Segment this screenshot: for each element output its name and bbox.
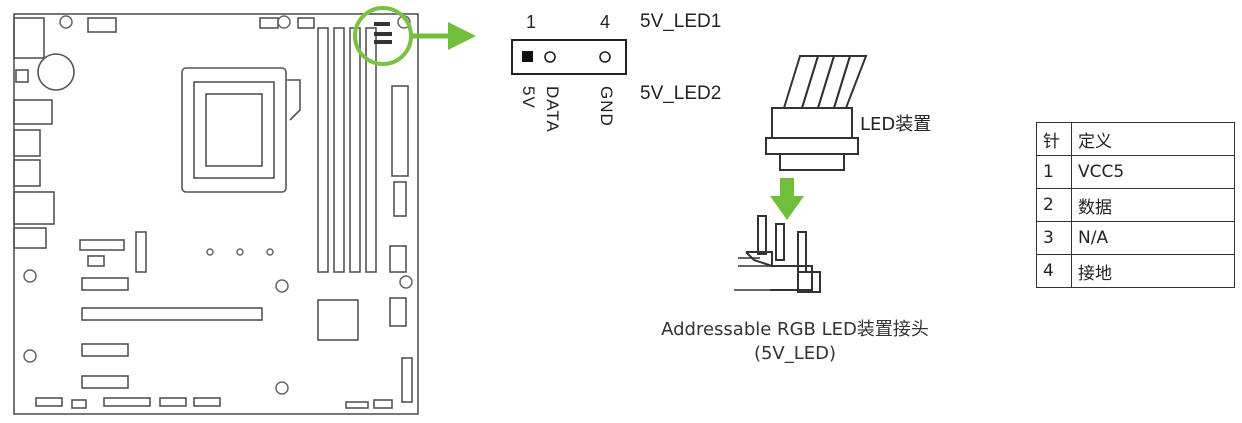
- table-row: 4 接地: [1036, 254, 1235, 288]
- highlight-circle: [353, 6, 413, 66]
- table-cell-definition: 接地: [1071, 254, 1235, 288]
- table-cell-definition: 数据: [1071, 188, 1235, 222]
- table-cell-pin: 2: [1036, 188, 1072, 222]
- signal-label-data: DATA: [543, 86, 562, 133]
- led-device-label: LED装置: [860, 114, 932, 135]
- header-pins: [745, 215, 821, 293]
- caption-line-2: (5V_LED): [753, 343, 837, 364]
- table-row: 1 VCC5: [1036, 155, 1235, 189]
- table-cell-pin: 4: [1036, 254, 1072, 288]
- table-row: 2 数据: [1036, 188, 1235, 222]
- caption-line-1: Addressable RGB LED装置接头: [661, 319, 929, 340]
- pin-2-circle: [544, 51, 556, 63]
- motherboard-outline: [13, 13, 419, 415]
- table-cell-definition: N/A: [1071, 221, 1235, 255]
- pin-4-circle: [599, 51, 611, 63]
- pin-definition-table: 针 定义 1 VCC5 2 数据 3 N/A 4 接地: [1036, 122, 1235, 288]
- signal-label-5v: 5V: [519, 86, 538, 109]
- header-pin-leader-lines: [734, 257, 800, 291]
- table-cell-pin: 1: [1036, 155, 1072, 189]
- table-header-row: 针 定义: [1036, 122, 1235, 156]
- pin-number-1: 1: [526, 12, 537, 32]
- table-row: 3 N/A: [1036, 221, 1235, 255]
- table-cell-pin: 3: [1036, 221, 1072, 255]
- table-cell-definition: VCC5: [1071, 155, 1235, 189]
- connector-label-1: 5V_LED1: [640, 11, 722, 32]
- diagram-caption: Addressable RGB LED装置接头 (5V_LED): [600, 318, 990, 366]
- down-arrow-icon: [770, 178, 804, 220]
- pin-header-box: [511, 39, 627, 75]
- pin-number-4: 4: [600, 12, 611, 32]
- led-header-on-board: [374, 22, 392, 44]
- mounting-holes: [23, 15, 413, 395]
- green-arrow-icon: [412, 22, 476, 50]
- table-header-definition: 定义: [1071, 122, 1235, 156]
- connector-label-2: 5V_LED2: [640, 83, 722, 104]
- signal-label-gnd: GND: [597, 86, 616, 127]
- led-device-connector: [765, 55, 868, 171]
- pin-1-square: [522, 51, 533, 62]
- table-header-pin: 针: [1036, 122, 1072, 156]
